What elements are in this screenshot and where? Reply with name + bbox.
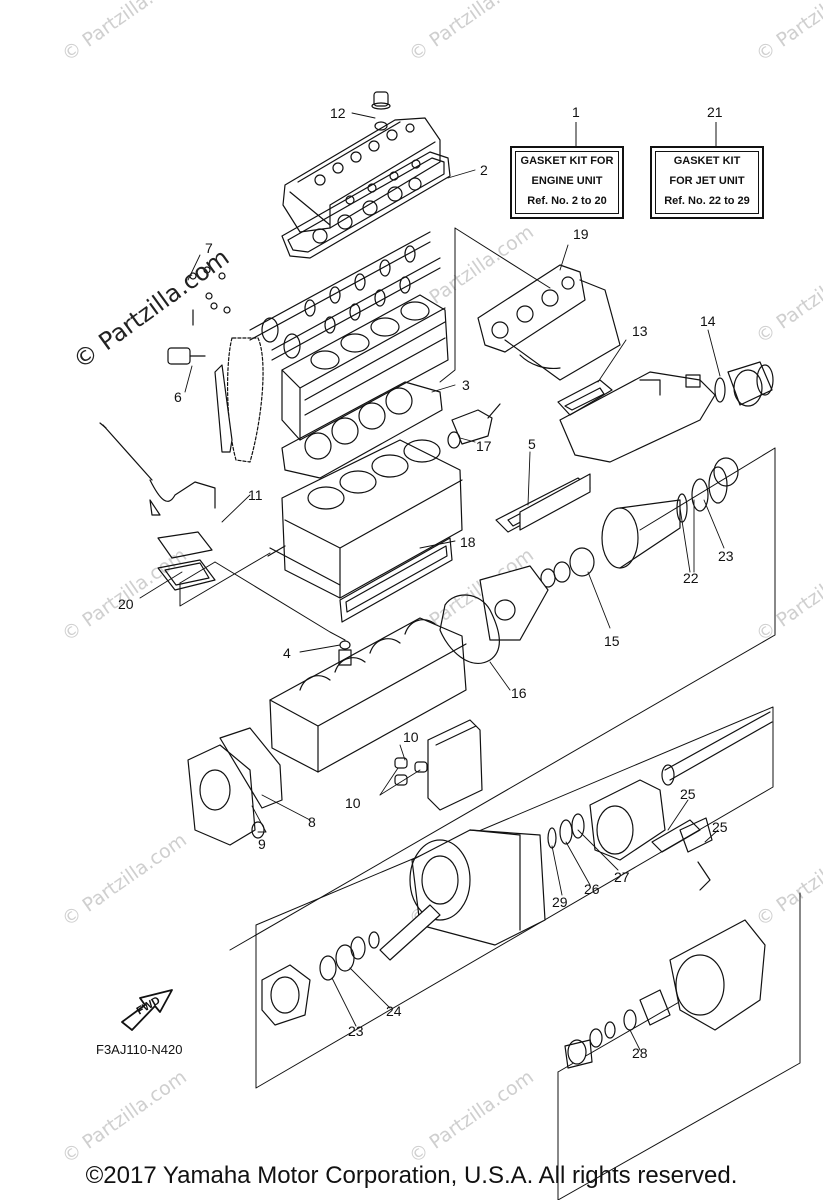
callout-19: 19 bbox=[573, 226, 589, 242]
callout-27: 27 bbox=[614, 869, 630, 885]
fwd-arrow bbox=[121, 989, 173, 1031]
magneto-cover bbox=[187, 727, 283, 846]
callout-7: 7 bbox=[205, 240, 213, 256]
timing-chain bbox=[214, 337, 264, 463]
callout-kit-engine: 1 bbox=[572, 104, 580, 120]
callout-22: 22 bbox=[683, 570, 699, 586]
oil-pan-gasket bbox=[495, 473, 591, 533]
oil-tank bbox=[394, 719, 483, 811]
callout-11: 11 bbox=[248, 487, 263, 503]
kit-engine-line3: Ref. No. 2 to 20 bbox=[527, 195, 607, 207]
callout-26: 26 bbox=[584, 881, 600, 897]
callout-2: 2 bbox=[480, 162, 488, 178]
callout-10-a: 10 bbox=[403, 729, 419, 745]
callout-16: 16 bbox=[511, 685, 527, 701]
exhaust-pipe bbox=[557, 371, 716, 463]
exhaust-manifold bbox=[477, 264, 621, 381]
callout-3: 3 bbox=[462, 377, 470, 393]
kit-engine-line1: GASKET KIT FOR bbox=[520, 155, 614, 167]
callout-15: 15 bbox=[604, 633, 620, 649]
side-cover-gasket bbox=[339, 537, 453, 623]
cylinder-head bbox=[281, 294, 449, 441]
callout-24: 24 bbox=[386, 1003, 402, 1019]
kit-jet-line1: GASKET KIT bbox=[673, 155, 741, 167]
nozzle-assembly bbox=[564, 919, 766, 1069]
callout-29: 29 bbox=[552, 894, 568, 910]
kit-engine-line2: ENGINE UNIT bbox=[531, 175, 603, 187]
breather-gaskets bbox=[157, 531, 216, 591]
callout-14: 14 bbox=[700, 313, 716, 329]
oil-filler-cap bbox=[371, 91, 391, 131]
cover-plates bbox=[651, 817, 713, 891]
pump-housing bbox=[409, 829, 546, 946]
water-lock bbox=[714, 361, 774, 407]
diagram-id: F3AJ110-N420 bbox=[96, 1042, 183, 1057]
kit-jet-line3: Ref. No. 22 to 29 bbox=[664, 195, 750, 207]
kit-jet-line2: FOR JET UNIT bbox=[669, 175, 745, 187]
gasket-kit-jet-box: GASKET KIT FOR JET UNIT Ref. No. 22 to 2… bbox=[650, 146, 764, 219]
callout-18: 18 bbox=[460, 534, 476, 550]
callout-20: 20 bbox=[118, 596, 134, 612]
callout-kit-jet: 21 bbox=[707, 104, 723, 120]
callout-10-b: 10 bbox=[345, 795, 361, 811]
leader-lines bbox=[139, 112, 725, 1051]
camshafts bbox=[249, 231, 441, 361]
drive-shaft bbox=[379, 711, 773, 961]
callout-6: 6 bbox=[174, 389, 182, 405]
bearing-seals bbox=[319, 813, 585, 981]
gasket-kit-engine-box: GASKET KIT FOR ENGINE UNIT Ref. No. 2 to… bbox=[510, 146, 624, 219]
callout-23-upper: 23 bbox=[718, 548, 734, 564]
callout-4: 4 bbox=[283, 645, 291, 661]
callout-25-a: 25 bbox=[680, 786, 696, 802]
thermostat-housing bbox=[447, 403, 501, 449]
callout-28: 28 bbox=[632, 1045, 648, 1061]
intermediate-housing bbox=[479, 457, 739, 641]
cam-chain-tensioner bbox=[167, 266, 231, 365]
callout-23-lower: 23 bbox=[348, 1023, 364, 1039]
callout-9: 9 bbox=[258, 836, 266, 852]
duct-housing bbox=[589, 779, 666, 861]
callout-25-b: 25 bbox=[712, 819, 728, 835]
valve-cover-gasket bbox=[281, 151, 451, 259]
oil-pump-gasket bbox=[439, 594, 500, 664]
valve-cover bbox=[282, 117, 441, 233]
crankcase-lower bbox=[269, 617, 467, 773]
callout-13: 13 bbox=[632, 323, 648, 339]
intake-grate-housing bbox=[261, 964, 311, 1026]
head-gasket bbox=[281, 381, 443, 479]
cylinder-block bbox=[267, 439, 463, 599]
callout-12: 12 bbox=[330, 105, 346, 121]
callout-17: 17 bbox=[476, 438, 492, 454]
copyright-footer: ©2017 Yamaha Motor Corporation, U.S.A. A… bbox=[85, 1162, 738, 1189]
oil-dipstick bbox=[99, 422, 216, 516]
callout-8: 8 bbox=[308, 814, 316, 830]
callout-5: 5 bbox=[528, 436, 536, 452]
